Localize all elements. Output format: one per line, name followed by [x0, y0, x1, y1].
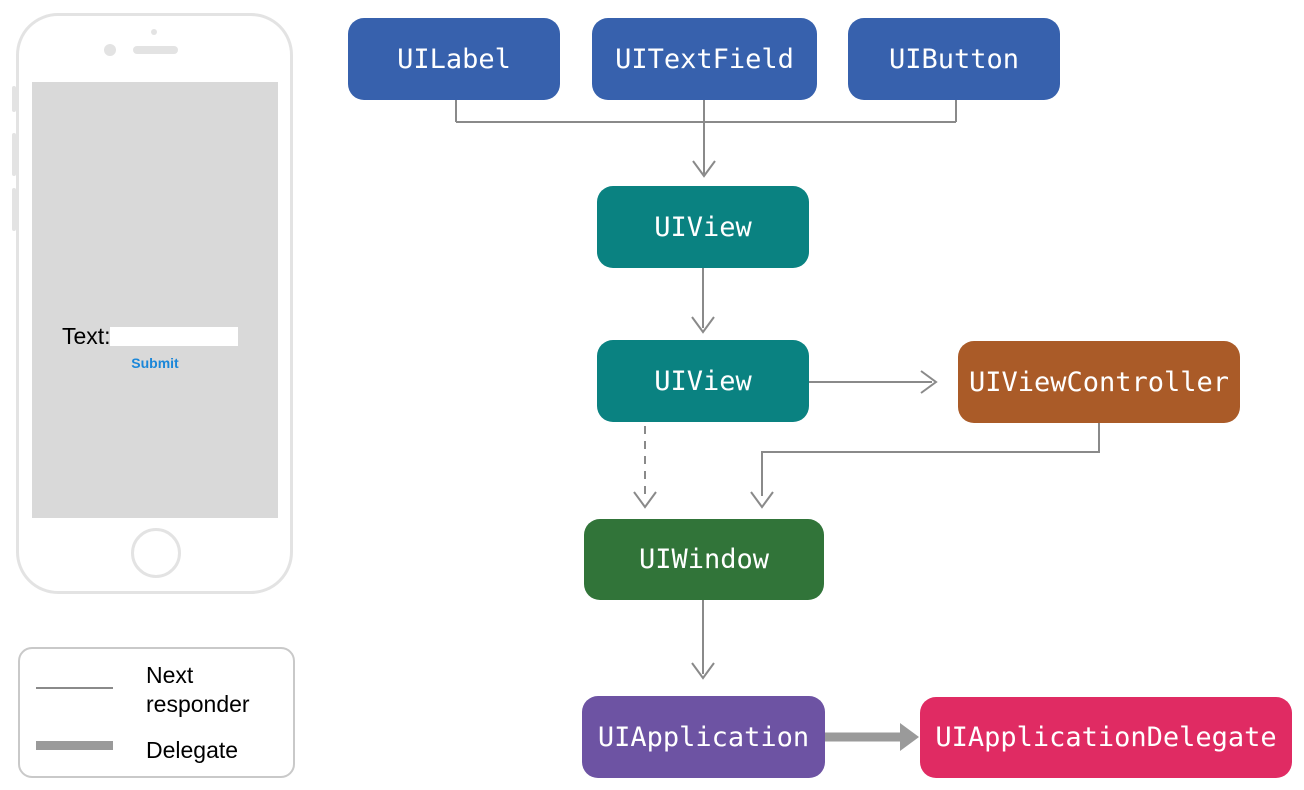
mute-switch-icon [12, 86, 16, 112]
node-uiview-lower: UIView [597, 340, 809, 422]
node-uiview-upper: UIView [597, 186, 809, 268]
home-button-icon [131, 528, 181, 578]
earpiece-speaker-icon [133, 46, 178, 54]
node-uitextfield-label: UITextField [615, 43, 794, 75]
node-uiapplicationdelegate-label: UIApplicationDelegate [935, 722, 1277, 753]
phone-screen [32, 82, 278, 518]
node-uiviewcontroller: UIViewController [958, 341, 1240, 423]
edge-uiapplication-to-uiapplicationdelegate [825, 723, 919, 751]
node-uitextfield: UITextField [592, 18, 817, 100]
node-uiapplication: UIApplication [582, 696, 825, 778]
next-responder-line-icon [36, 687, 113, 689]
proximity-sensor-icon [151, 29, 157, 35]
text-label: Text: [62, 323, 111, 349]
node-uilabel-label: UILabel [397, 43, 511, 75]
edge-uiviewcontroller-to-uiwindow [750, 423, 1100, 509]
legend-box [18, 647, 295, 778]
edge-uiview-to-uiview [691, 268, 715, 334]
node-uiwindow-label: UIWindow [638, 544, 770, 575]
node-uibutton-label: UIButton [888, 43, 1020, 75]
legend-label-delegate: Delegate [146, 737, 239, 763]
edge-uiwindow-to-uiapplication [691, 600, 715, 680]
front-camera-icon [104, 44, 116, 56]
submit-button[interactable]: Submit [122, 353, 188, 373]
node-uiapplicationdelegate: UIApplicationDelegate [920, 697, 1292, 778]
edge-uiview-to-uiwindow-dashed [633, 426, 657, 509]
volume-down-button-icon [12, 188, 16, 231]
text-input[interactable] [110, 327, 238, 346]
node-uibutton: UIButton [848, 18, 1060, 100]
legend-label-next-responder: Next responder [146, 662, 250, 717]
node-uiapplication-label: UIApplication [597, 721, 810, 753]
node-uiview-lower-label: UIView [654, 365, 752, 397]
node-uiview-upper-label: UIView [654, 211, 752, 243]
node-uiwindow: UIWindow [584, 519, 824, 600]
node-uilabel: UILabel [348, 18, 560, 100]
node-uiviewcontroller-label: UIViewController [968, 366, 1230, 398]
volume-up-button-icon [12, 133, 16, 176]
edge-uiview-to-uiviewcontroller [809, 370, 938, 394]
delegate-line-icon [36, 741, 113, 750]
edge-controls-to-uiview [455, 100, 957, 178]
